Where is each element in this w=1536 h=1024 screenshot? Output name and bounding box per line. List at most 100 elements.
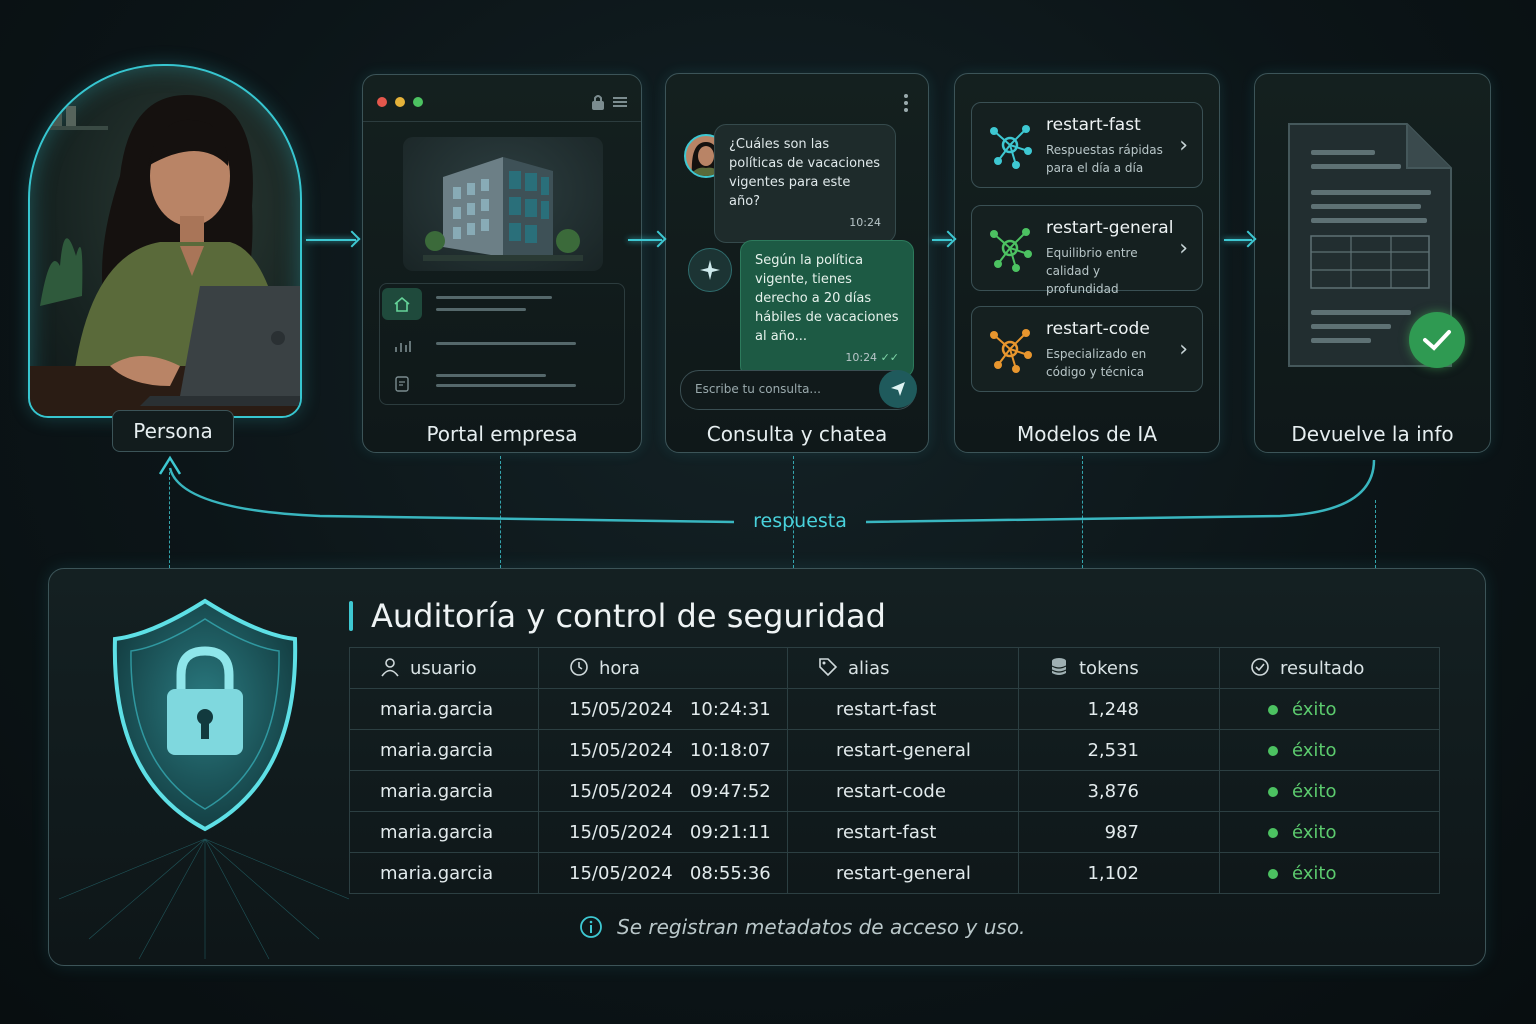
cell-alias: restart-general: [787, 852, 1019, 894]
menu-icon[interactable]: [613, 96, 627, 108]
step-label-returns: Devuelve la info: [1291, 422, 1454, 446]
portal-panel: Portal empresa: [362, 74, 642, 453]
column-usuario: usuario: [349, 647, 539, 689]
user-message-text: ¿Cuáles son las políticas de vacaciones …: [729, 137, 881, 209]
step-label-portal: Portal empresa: [426, 422, 578, 446]
chevron-right-icon: ›: [1179, 236, 1188, 261]
user-icon: [381, 658, 399, 677]
table-header-row: usuario hora alias tokens resultado: [349, 647, 1440, 689]
audit-note: Se registran metadatos de acceso y uso.: [579, 915, 1025, 939]
cell-resultado: éxito: [1219, 852, 1440, 894]
arrow-portal-chat: [628, 239, 662, 241]
cell-tokens: 2,531: [1018, 729, 1220, 771]
audit-link-chat: [793, 456, 794, 568]
status-dot-icon: [1268, 827, 1278, 838]
column-hora: hora: [538, 647, 788, 689]
model-name: restart-fast: [1046, 115, 1141, 135]
assistant-message: Según la política vigente, tienes derech…: [740, 240, 914, 378]
info-icon: [580, 916, 602, 938]
send-icon: [891, 382, 905, 396]
browser-bar: [377, 89, 627, 115]
database-icon: [1051, 658, 1067, 675]
success-check-icon: [1409, 312, 1465, 368]
network-icon: [990, 329, 1032, 373]
cell-usuario: maria.garcia: [349, 770, 539, 812]
arrow-persona-portal: [306, 239, 356, 241]
arrow-models-returns: [1224, 239, 1252, 241]
audit-panel: Auditoría y control de seguridad usuario…: [48, 568, 1486, 966]
cell-alias: restart-general: [787, 729, 1019, 771]
status-dot-icon: [1268, 786, 1278, 797]
column-tokens: tokens: [1018, 647, 1220, 689]
step-label-chat: Consulta y chatea: [706, 422, 888, 446]
chat-input-placeholder: Escribe tu consulta...: [695, 382, 821, 396]
check-circle-icon: [1251, 658, 1269, 676]
user-message: ¿Cuáles son las políticas de vacaciones …: [714, 124, 896, 243]
model-description: Respuestas rápidas para el día a día: [1046, 143, 1163, 175]
audit-log-table: usuario hora alias tokens resultado mari…: [349, 647, 1440, 894]
cell-alias: restart-fast: [787, 688, 1019, 730]
audit-title: Auditoría y control de seguridad: [371, 597, 886, 635]
cell-resultado: éxito: [1219, 770, 1440, 812]
persona-illustration: [28, 64, 302, 418]
network-icon: [990, 228, 1032, 272]
home-icon[interactable]: [382, 288, 422, 320]
arrow-chat-models: [932, 239, 952, 241]
send-button[interactable]: [879, 370, 917, 408]
audit-link-portal: [500, 456, 501, 568]
cell-resultado: éxito: [1219, 688, 1440, 730]
cell-usuario: maria.garcia: [349, 729, 539, 771]
step-label-models: Modelos de IA: [1017, 422, 1157, 446]
model-name: restart-general: [1046, 218, 1174, 238]
response-label: respuesta: [753, 510, 847, 532]
more-options-icon[interactable]: [904, 94, 908, 112]
clock-icon: [570, 658, 588, 676]
cell-hora: 15/05/2024 09:21:11: [538, 811, 788, 853]
cell-usuario: maria.garcia: [349, 852, 539, 894]
status-dot-icon: [1268, 704, 1278, 715]
document-icon[interactable]: [394, 376, 410, 392]
cell-alias: restart-fast: [787, 811, 1019, 853]
chevron-right-icon: ›: [1179, 133, 1188, 158]
status-dot-icon: [1268, 745, 1278, 756]
model-description: Especializado en código y técnica: [1046, 347, 1147, 379]
minimize-dot-icon: [395, 97, 405, 107]
audit-link-persona: [169, 472, 170, 568]
cell-tokens: 1,248: [1018, 688, 1220, 730]
column-resultado: resultado: [1219, 647, 1440, 689]
chat-panel: ¿Cuáles son las políticas de vacaciones …: [665, 73, 929, 453]
audit-note-text: Se registran metadatos de acceso y uso.: [617, 915, 1026, 939]
response-arrow: [158, 455, 1376, 524]
assistant-sparkle-icon: [688, 248, 732, 292]
model-name: restart-code: [1046, 319, 1150, 339]
cell-hora: 15/05/2024 10:24:31: [538, 688, 788, 730]
maximize-dot-icon: [413, 97, 423, 107]
model-description: Equilibrio entre calidad y profundidad: [1046, 246, 1138, 296]
assistant-message-time: 10:24 ✓✓: [845, 351, 899, 364]
lock-icon: [592, 95, 604, 110]
cell-tokens: 987: [1018, 811, 1220, 853]
chat-input[interactable]: Escribe tu consulta...: [680, 370, 917, 410]
user-message-time: 10:24: [849, 216, 881, 229]
network-icon: [990, 125, 1032, 169]
close-dot-icon: [377, 97, 387, 107]
assistant-message-text: Según la política vigente, tienes derech…: [755, 253, 899, 344]
document-result-icon: [1288, 123, 1452, 367]
cell-tokens: 3,876: [1018, 770, 1220, 812]
shield-lock-icon: [58, 598, 349, 960]
cell-hora: 15/05/2024 08:55:36: [538, 852, 788, 894]
cell-alias: restart-code: [787, 770, 1019, 812]
cell-hora: 15/05/2024 10:18:07: [538, 729, 788, 771]
audit-title-accent: [349, 601, 353, 631]
building-image: [403, 137, 603, 271]
cell-usuario: maria.garcia: [349, 811, 539, 853]
audit-link-returns: [1375, 500, 1376, 568]
chart-icon[interactable]: [394, 338, 412, 354]
